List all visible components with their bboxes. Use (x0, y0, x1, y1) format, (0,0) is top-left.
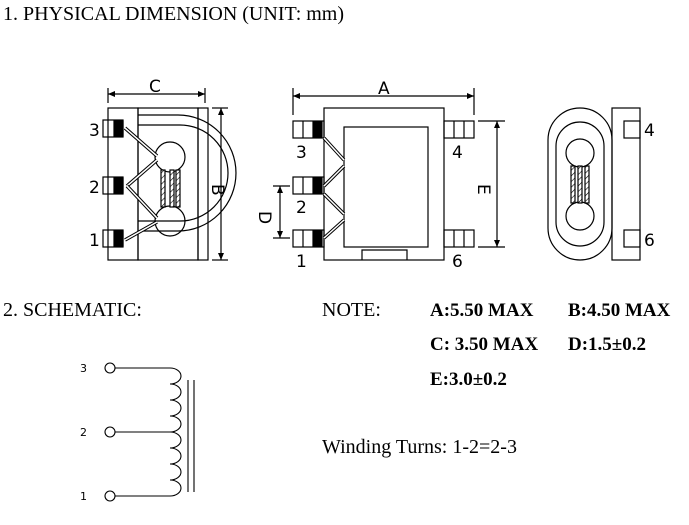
spec-a: A:5.50 MAX (430, 300, 534, 321)
left-pin-2-label: 2 (89, 178, 100, 198)
top-pin-6-label: 6 (452, 252, 463, 272)
bottom-pin-6-label: 6 (644, 231, 655, 251)
top-pin-2-label: 2 (296, 198, 307, 218)
dim-a-label: A (378, 79, 390, 99)
top-pin-4-label: 4 (452, 143, 463, 163)
left-pin-3-label: 3 (89, 121, 100, 141)
left-view (102, 88, 237, 261)
dim-e-label: E (473, 184, 493, 195)
drawing-labels: C A B E D 3 2 1 3 2 1 4 6 4 6 (89, 77, 655, 272)
spec-b: B:4.50 MAX (568, 300, 671, 321)
schematic-pin-3-label: 3 (80, 362, 87, 375)
left-pin-1-label: 1 (89, 231, 100, 251)
dim-b-label: B (207, 184, 227, 196)
bottom-view (547, 107, 641, 261)
bottom-pin-4-label: 4 (644, 121, 655, 141)
schematic-diagram: 3 2 1 (80, 362, 195, 503)
winding-turns: Winding Turns: 1-2=2-3 (322, 436, 517, 458)
top-pin-1-label: 1 (296, 252, 307, 272)
spec-c: C: 3.50 MAX (430, 334, 539, 355)
dimension-heading: 1. PHYSICAL DIMENSION (UNIT: mm) (3, 3, 345, 25)
schematic-pin-2-label: 2 (80, 426, 87, 439)
schematic-heading: 2. SCHEMATIC: (3, 299, 142, 321)
dim-d-label: D (254, 211, 274, 224)
note-label: NOTE: (322, 299, 381, 321)
spec-e: E:3.0±0.2 (430, 369, 507, 390)
top-pin-3-label: 3 (296, 143, 307, 163)
dim-c-label: C (149, 77, 161, 97)
spec-d: D:1.5±0.2 (568, 334, 646, 355)
schematic-pin-1-label: 1 (80, 490, 87, 503)
top-view (273, 88, 505, 261)
